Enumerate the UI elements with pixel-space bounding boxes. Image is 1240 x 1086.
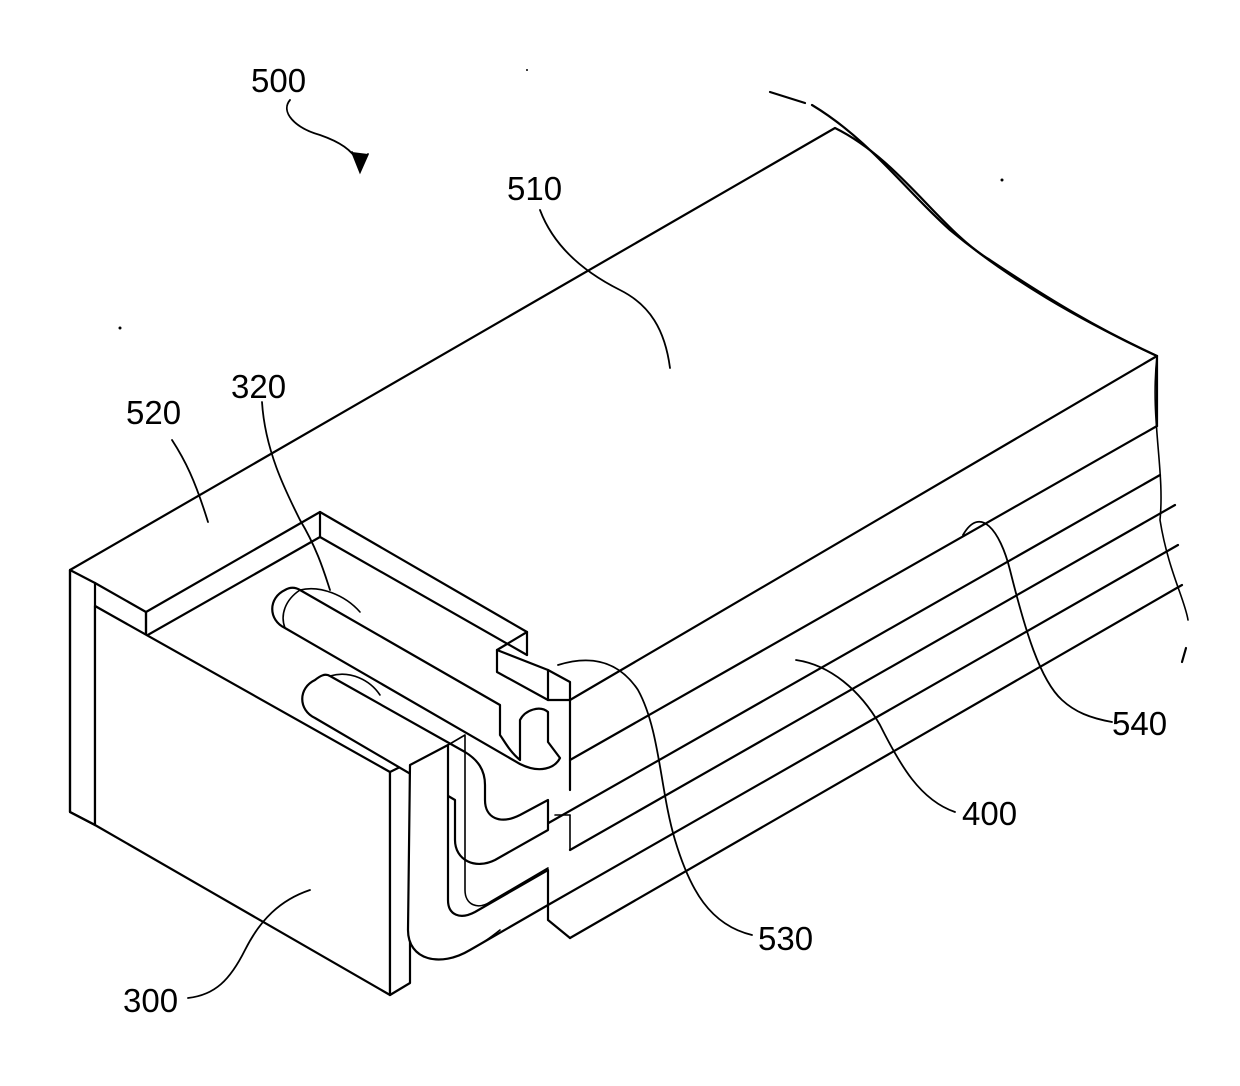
label-400: 400 bbox=[962, 795, 1017, 832]
label-540: 540 bbox=[1112, 705, 1167, 742]
label-530: 530 bbox=[758, 920, 813, 957]
label-300: 300 bbox=[123, 982, 178, 1019]
label-500: 500 bbox=[251, 62, 306, 99]
broken-end-line bbox=[1155, 356, 1188, 662]
label-320: 320 bbox=[231, 368, 286, 405]
label-510: 510 bbox=[507, 170, 562, 207]
label-520: 520 bbox=[126, 394, 181, 431]
